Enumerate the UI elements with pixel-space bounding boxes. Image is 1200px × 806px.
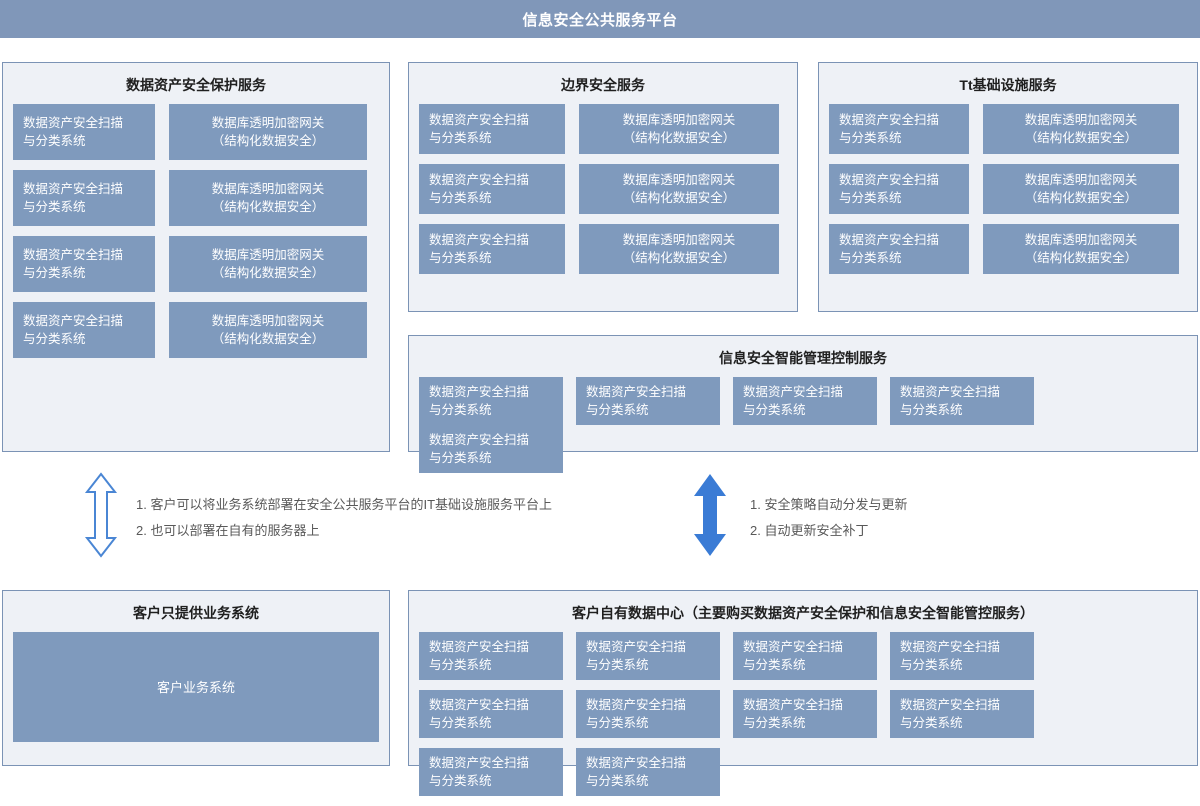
service-card[interactable]: 数据库透明加密网关（结构化数据安全） (983, 164, 1179, 214)
service-card[interactable]: 数据资产安全扫描与分类系统 (890, 377, 1034, 425)
service-card[interactable]: 数据资产安全扫描与分类系统 (890, 690, 1034, 738)
service-card[interactable]: 数据库透明加密网关（结构化数据安全） (169, 302, 367, 358)
annotation-block-deployment: 1. 客户可以将业务系统部署在安全公共服务平台的IT基础设施服务平台上 2. 也… (84, 472, 552, 558)
panel-title: 边界安全服务 (409, 63, 797, 104)
panel-infrastructure-service: Tt基础设施服务 数据资产安全扫描与分类系统 数据库透明加密网关（结构化数据安全… (818, 62, 1198, 312)
panel-title: 客户自有数据中心（主要购买数据资产安全保护和信息安全智能管控服务） (409, 591, 1197, 632)
annotation-note: 1. 客户可以将业务系统部署在安全公共服务平台的IT基础设施服务平台上 (136, 492, 552, 518)
service-card[interactable]: 数据资产安全扫描与分类系统 (829, 224, 969, 274)
panel-cell-grid: 数据资产安全扫描与分类系统 数据资产安全扫描与分类系统 数据资产安全扫描与分类系… (409, 377, 1197, 483)
service-card[interactable]: 数据资产安全扫描与分类系统 (576, 690, 720, 738)
service-card[interactable]: 数据库透明加密网关（结构化数据安全） (983, 224, 1179, 274)
service-card[interactable]: 数据库透明加密网关（结构化数据安全） (579, 104, 779, 154)
service-card[interactable]: 数据资产安全扫描与分类系统 (733, 377, 877, 425)
panel-customer-owned-datacenter: 客户自有数据中心（主要购买数据资产安全保护和信息安全智能管控服务） 数据资产安全… (408, 590, 1198, 766)
service-card[interactable]: 数据资产安全扫描与分类系统 (13, 302, 155, 358)
service-card[interactable]: 数据库透明加密网关（结构化数据安全） (169, 236, 367, 292)
service-card[interactable]: 数据库透明加密网关（结构化数据安全） (579, 164, 779, 214)
service-card[interactable]: 数据资产安全扫描与分类系统 (419, 690, 563, 738)
service-card[interactable]: 数据资产安全扫描与分类系统 (576, 748, 720, 796)
service-card[interactable]: 数据资产安全扫描与分类系统 (576, 377, 720, 425)
panel-title: 客户只提供业务系统 (3, 591, 389, 632)
service-card[interactable]: 数据资产安全扫描与分类系统 (733, 632, 877, 680)
service-card[interactable]: 数据资产安全扫描与分类系统 (733, 690, 877, 738)
double-arrow-vertical-outline-icon (84, 472, 118, 558)
panel-title: 数据资产安全保护服务 (3, 63, 389, 104)
double-arrow-vertical-solid-icon (692, 472, 728, 558)
panel-title: 信息安全智能管理控制服务 (409, 336, 1197, 377)
service-card[interactable]: 数据资产安全扫描与分类系统 (419, 748, 563, 796)
service-card[interactable]: 数据资产安全扫描与分类系统 (419, 377, 563, 425)
service-card[interactable]: 数据资产安全扫描与分类系统 (419, 104, 565, 154)
service-card[interactable]: 数据库透明加密网关（结构化数据安全） (169, 170, 367, 226)
panel-cell-grid: 数据资产安全扫描与分类系统 数据库透明加密网关（结构化数据安全） 数据资产安全扫… (409, 104, 797, 284)
app-header-bar: 信息安全公共服务平台 (0, 0, 1200, 38)
service-card[interactable]: 数据资产安全扫描与分类系统 (829, 104, 969, 154)
annotation-block-policy-sync: 1. 安全策略自动分发与更新 2. 自动更新安全补丁 (692, 472, 907, 558)
service-card[interactable]: 数据库透明加密网关（结构化数据安全） (983, 104, 1179, 154)
annotation-note: 1. 安全策略自动分发与更新 (750, 492, 907, 518)
customer-business-system-box[interactable]: 客户业务系统 (13, 632, 379, 742)
service-card[interactable]: 数据资产安全扫描与分类系统 (419, 224, 565, 274)
annotation-note: 2. 自动更新安全补丁 (750, 518, 907, 544)
service-card[interactable]: 数据库透明加密网关（结构化数据安全） (169, 104, 367, 160)
service-card[interactable]: 数据资产安全扫描与分类系统 (13, 170, 155, 226)
panel-customer-business-system: 客户只提供业务系统 客户业务系统 (2, 590, 390, 766)
panel-intelligent-management-control-service: 信息安全智能管理控制服务 数据资产安全扫描与分类系统 数据资产安全扫描与分类系统… (408, 335, 1198, 452)
page-title: 信息安全公共服务平台 (522, 9, 677, 30)
service-card[interactable]: 数据资产安全扫描与分类系统 (890, 632, 1034, 680)
panel-title: Tt基础设施服务 (819, 63, 1197, 104)
service-card[interactable]: 数据资产安全扫描与分类系统 (419, 425, 563, 473)
service-card[interactable]: 数据资产安全扫描与分类系统 (419, 164, 565, 214)
service-card[interactable]: 数据资产安全扫描与分类系统 (419, 632, 563, 680)
panel-boundary-security-service: 边界安全服务 数据资产安全扫描与分类系统 数据库透明加密网关（结构化数据安全） … (408, 62, 798, 312)
service-card[interactable]: 数据资产安全扫描与分类系统 (576, 632, 720, 680)
service-card[interactable]: 数据资产安全扫描与分类系统 (829, 164, 969, 214)
service-card[interactable]: 数据资产安全扫描与分类系统 (13, 236, 155, 292)
service-card[interactable]: 数据库透明加密网关（结构化数据安全） (579, 224, 779, 274)
panel-cell-grid: 数据资产安全扫描与分类系统 数据库透明加密网关（结构化数据安全） 数据资产安全扫… (819, 104, 1197, 284)
annotation-note-list: 1. 客户可以将业务系统部署在安全公共服务平台的IT基础设施服务平台上 2. 也… (136, 472, 552, 544)
service-card[interactable]: 数据资产安全扫描与分类系统 (13, 104, 155, 160)
panel-cell-grid: 数据资产安全扫描与分类系统 数据资产安全扫描与分类系统 数据资产安全扫描与分类系… (409, 632, 1197, 806)
annotation-note: 2. 也可以部署在自有的服务器上 (136, 518, 552, 544)
panel-cell-grid: 数据资产安全扫描与分类系统 数据库透明加密网关（结构化数据安全） 数据资产安全扫… (3, 104, 389, 368)
annotation-note-list: 1. 安全策略自动分发与更新 2. 自动更新安全补丁 (750, 472, 907, 544)
panel-data-asset-protection-service: 数据资产安全保护服务 数据资产安全扫描与分类系统 数据库透明加密网关（结构化数据… (2, 62, 390, 452)
